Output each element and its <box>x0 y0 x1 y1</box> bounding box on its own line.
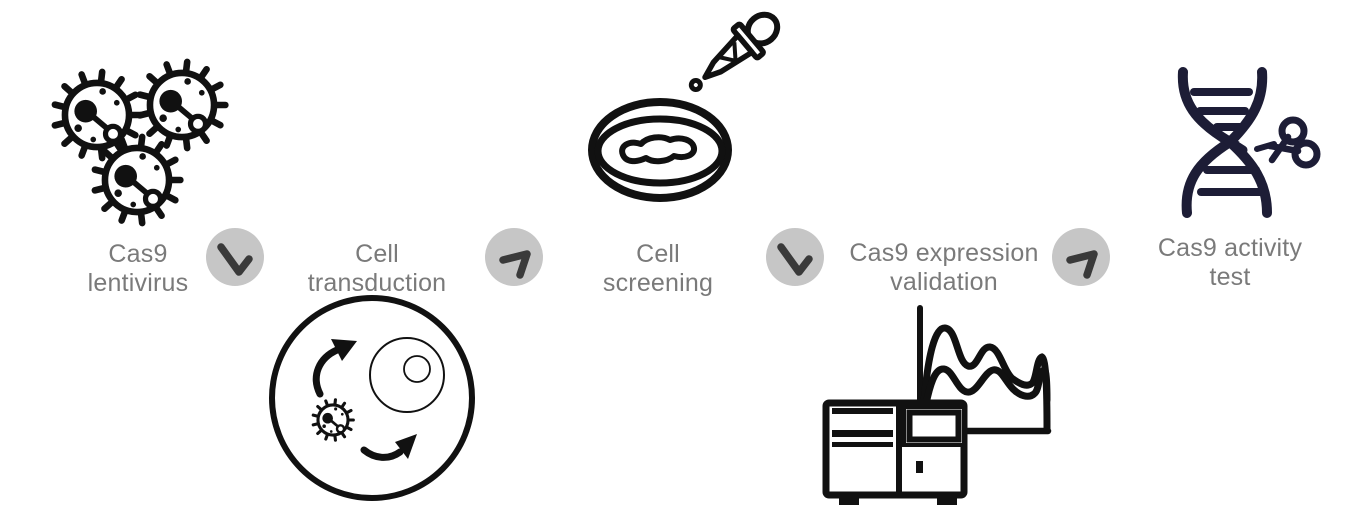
cell-membrane <box>269 295 475 501</box>
cytometer-drawer-stripe <box>832 442 893 447</box>
step-label-cas9-activity-test: Cas9 activity test <box>1130 234 1330 292</box>
cell-nucleus <box>369 337 445 413</box>
connector-3 <box>766 228 824 286</box>
label-line: Cell <box>355 240 399 268</box>
virus-particle <box>95 137 180 223</box>
chevron-up-right-icon <box>1066 250 1098 279</box>
cell-colony-blob <box>619 134 697 165</box>
scissors-handle <box>1291 139 1321 169</box>
label-line: test <box>1209 263 1251 291</box>
scissors-handle <box>1278 116 1308 146</box>
dropper-body <box>702 32 755 81</box>
step-label-cell-transduction: Cell transduction <box>277 240 477 298</box>
connector-4 <box>1052 228 1110 286</box>
cytometer-drawer-stripe <box>832 430 893 437</box>
label-line: Cas9 activity <box>1157 234 1303 262</box>
label-line: Cas9 <box>108 240 168 268</box>
chevron-up-right-icon <box>499 250 531 279</box>
dropper-drop <box>688 77 703 92</box>
entry-arrow <box>312 339 357 398</box>
virus-particle <box>55 72 140 158</box>
label-line: validation <box>890 268 998 296</box>
lentivirus-icon <box>40 50 245 235</box>
step-label-cell-screening: Cell screening <box>558 240 758 298</box>
label-line: Cas9 expression <box>849 239 1039 267</box>
connector-2 <box>485 228 543 286</box>
petri-dish-icon <box>588 98 732 202</box>
cytometer-screen <box>906 409 962 443</box>
label-line: lentivirus <box>87 269 189 297</box>
scissors-icon <box>1254 116 1321 169</box>
label-line: Cell <box>636 240 680 268</box>
dropper-icon <box>688 11 781 92</box>
chevron-down-right-icon <box>217 243 253 276</box>
histogram-curve-low <box>922 365 1051 408</box>
cell-transduction-icon <box>269 295 475 501</box>
expression-histogram-icon <box>916 305 1052 435</box>
chevron-down-right-icon <box>777 243 813 276</box>
step-label-cas9-lentivirus: Cas9 lentivirus <box>38 240 238 298</box>
dropper-liquid <box>719 42 738 63</box>
step-label-cas9-expression-validation: Cas9 expression validation <box>839 239 1049 297</box>
cell-nucleolus <box>403 355 431 383</box>
dna-scissors-icon <box>1177 67 1321 218</box>
label-line: screening <box>602 269 714 297</box>
cytometer-icon <box>822 399 968 505</box>
dna-rungs <box>1190 88 1265 196</box>
connector-1 <box>206 228 264 286</box>
virus-particle <box>140 62 225 148</box>
cytometer-button <box>916 461 923 473</box>
label-line: transduction <box>307 269 447 297</box>
dna-cut-stub <box>1227 138 1248 155</box>
histogram-curve-tall <box>920 324 1051 433</box>
traffic-arrow <box>360 434 417 461</box>
cytometer-drawer-stripe <box>832 408 893 414</box>
